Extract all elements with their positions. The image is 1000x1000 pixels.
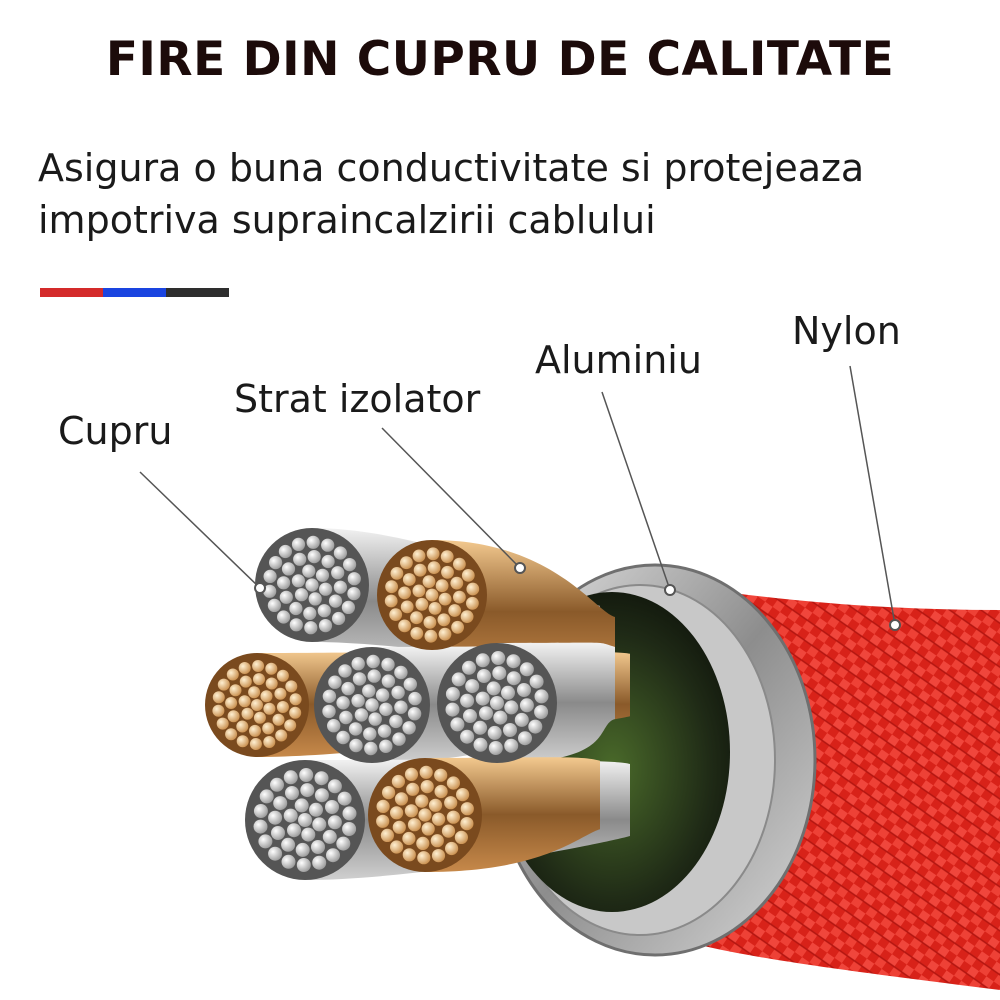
leader-line-nylon — [849, 365, 896, 626]
leader-dot-aluminiu — [664, 584, 676, 596]
page-title: FIRE DIN CUPRU DE CALITATE — [105, 32, 895, 87]
label-cupru: Cupru — [58, 409, 172, 453]
label-aluminiu: Aluminiu — [535, 338, 702, 382]
silver-strand-5 — [437, 643, 557, 763]
leader-dot-strat-izolator — [514, 562, 526, 574]
leader-dot-cupru — [254, 582, 266, 594]
accent-bar-blue — [103, 288, 166, 297]
silver-strand-6 — [245, 760, 365, 880]
subtitle-line-2: impotriva supraincalzirii cablului — [38, 198, 656, 242]
label-nylon: Nylon — [792, 309, 901, 353]
subtitle-line-1: Asigura o buna conductivitate si proteje… — [38, 146, 865, 190]
copper-strand-7 — [368, 758, 482, 872]
leader-line-strat-izolator — [381, 427, 521, 569]
copper-strand-2 — [377, 540, 487, 650]
leader-line-cupru — [139, 471, 261, 589]
silver-strand-1 — [255, 528, 369, 642]
page-subtitle: Asigura o buna conductivitate si proteje… — [38, 142, 968, 246]
accent-bar-dark — [166, 288, 229, 297]
label-strat-izolator: Strat izolator — [234, 377, 481, 421]
leader-line-aluminiu — [601, 391, 671, 591]
strand-faces — [205, 528, 557, 880]
leader-dot-nylon — [889, 619, 901, 631]
copper-strand-3 — [205, 653, 309, 757]
silver-strand-4 — [314, 647, 430, 763]
accent-bar-red — [40, 288, 103, 297]
